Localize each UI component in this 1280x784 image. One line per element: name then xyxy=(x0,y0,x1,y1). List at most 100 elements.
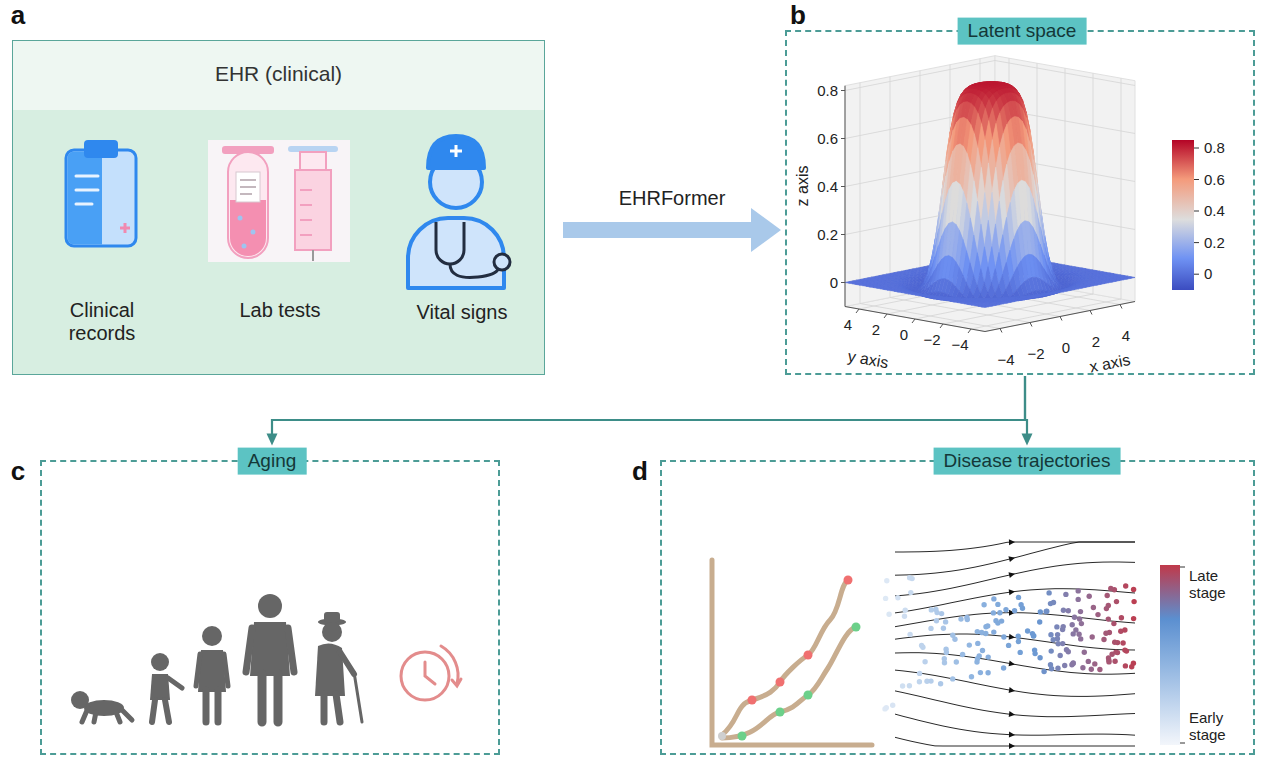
latent-surface-plot-part-part xyxy=(1121,78,1122,299)
aging-figures-part xyxy=(151,653,169,671)
stream-plot-part-part xyxy=(1131,587,1136,592)
latent-surface-plot-part xyxy=(845,82,1135,308)
latent-surface-plot-part xyxy=(845,58,1135,329)
latent-surface-plot-part-part xyxy=(1120,305,1122,309)
ehr-panel-fill xyxy=(12,40,545,375)
stream-plot-part-part xyxy=(1086,659,1091,664)
stream-plot-part-part xyxy=(1076,588,1081,593)
lab-tests-picture-part xyxy=(312,250,314,261)
lab-tests-picture xyxy=(208,140,350,262)
stream-plot-part-part xyxy=(934,618,939,623)
stream-plot-part-part xyxy=(1062,663,1067,668)
latent-surface-plot-part xyxy=(995,56,1135,302)
stream-plot-part-part xyxy=(1112,640,1117,645)
stream-plot-part-part xyxy=(1001,665,1006,670)
latent-surface-plot-part xyxy=(841,86,1135,333)
stream-plot-part-part xyxy=(1008,556,1015,562)
axis-tick: −4 xyxy=(951,336,968,353)
stream-plot-part-part xyxy=(1108,586,1113,591)
stream-plot-part-part xyxy=(983,624,988,629)
stream-plot-part-part xyxy=(967,642,972,647)
latent-surface-plot-part-part xyxy=(890,77,891,298)
lab-tests-picture-part xyxy=(300,234,312,236)
latent-surface-plot-part-part xyxy=(995,61,1135,86)
latent-surface-plot xyxy=(841,56,1135,333)
axis-tick: 2 xyxy=(1092,333,1100,350)
stage-colorbar xyxy=(1160,565,1185,745)
stream-plot-part-part xyxy=(997,610,1002,615)
stream-plot-part-part xyxy=(890,703,895,708)
stream-plot-part-part xyxy=(1016,639,1021,644)
colorbar-tick: 0.8 xyxy=(1204,139,1225,156)
stream-plot-part-part xyxy=(1048,662,1053,667)
stream-plot-part-part xyxy=(1103,631,1108,636)
clipboard-icon-part xyxy=(120,223,130,233)
stream-plot-part-part xyxy=(1049,648,1054,653)
stream-plot-part-part xyxy=(941,626,946,631)
stream-plot-part-part xyxy=(1055,666,1060,671)
aging-figures-part xyxy=(196,654,228,686)
stream-plot-part-part xyxy=(958,616,963,621)
lab-tests-picture-part xyxy=(300,219,312,221)
stream-plot-part-part xyxy=(1066,649,1071,654)
trajectory-chart-part xyxy=(776,678,785,687)
stream-plot-part-part xyxy=(1001,634,1006,639)
aging-figures xyxy=(71,594,362,722)
stream-plot-part-part xyxy=(1082,650,1087,655)
stream-plot-part-part xyxy=(1072,615,1077,620)
axis-tick: 0.6 xyxy=(817,130,838,147)
stream-plot-part-part xyxy=(928,626,933,631)
axis-tick: 0.8 xyxy=(817,82,838,99)
stream-plot-part-part xyxy=(1091,605,1096,610)
stream-plot-part-part xyxy=(975,641,980,646)
latent-colorbar-part xyxy=(1172,140,1194,290)
axis-tick: 0.2 xyxy=(817,226,838,243)
clipboard-icon-part xyxy=(76,175,98,178)
stream-plot-part-part xyxy=(1066,608,1071,613)
stream-plot-part-part xyxy=(1097,667,1102,672)
stream-plot-part-part xyxy=(1006,643,1011,648)
stream-plot-part-part xyxy=(980,648,985,653)
axis-title: z axis xyxy=(794,166,812,207)
axis-tick: 0 xyxy=(1062,339,1070,356)
aging-figures-part xyxy=(206,690,218,722)
trajectory-panel: Disease trajectories xyxy=(660,460,1255,755)
stream-plot-part-part xyxy=(917,679,922,684)
latent-surface-plot-part-part xyxy=(856,309,859,313)
aging-figures-part xyxy=(262,674,278,722)
aging-figures-part xyxy=(246,628,294,672)
clipboard-icon-part xyxy=(84,140,118,158)
stream-plot-part-part xyxy=(1044,609,1049,614)
latent-surface-plot-part-part xyxy=(845,86,846,307)
panel-tag: Aging xyxy=(238,448,307,475)
stream-plot-part-part xyxy=(1073,627,1078,632)
stream-plot-part-part xyxy=(1061,624,1066,629)
doctor-icon-part xyxy=(450,145,462,157)
stream-plot-part-part xyxy=(1114,599,1119,604)
stream-plot-part-part xyxy=(938,681,943,686)
latent-surface-plot-part-part xyxy=(845,61,995,91)
stream-plot-part-part xyxy=(1095,612,1100,617)
doctor-icon-part xyxy=(428,136,484,168)
stream-plot-part-part xyxy=(954,659,959,664)
stream-plot-part-part xyxy=(895,653,1135,675)
panel-heading: EHR (clinical) xyxy=(215,61,342,86)
stream-plot-part-part xyxy=(1003,607,1008,612)
stream-plot-part-part xyxy=(1009,572,1016,578)
stream-plot-part-part xyxy=(1030,631,1035,636)
stream-plot-part-part xyxy=(929,607,934,612)
lab-tests-picture-part xyxy=(240,193,252,195)
ehr-panel-fill-part xyxy=(12,110,545,375)
stream-plot-part-part xyxy=(1009,732,1015,738)
trajectory-chart-part xyxy=(852,623,861,632)
lab-tests-picture-part xyxy=(251,230,256,235)
stream-plot-part-part xyxy=(942,656,947,661)
trajectory-chart xyxy=(712,560,872,745)
colorbar-tick: 0.4 xyxy=(1204,202,1225,219)
stream-plot-part-part xyxy=(939,611,944,616)
trajectory-chart-part xyxy=(804,651,813,660)
connector-arrow-part xyxy=(272,376,1025,435)
aging-figures-part xyxy=(258,594,282,618)
